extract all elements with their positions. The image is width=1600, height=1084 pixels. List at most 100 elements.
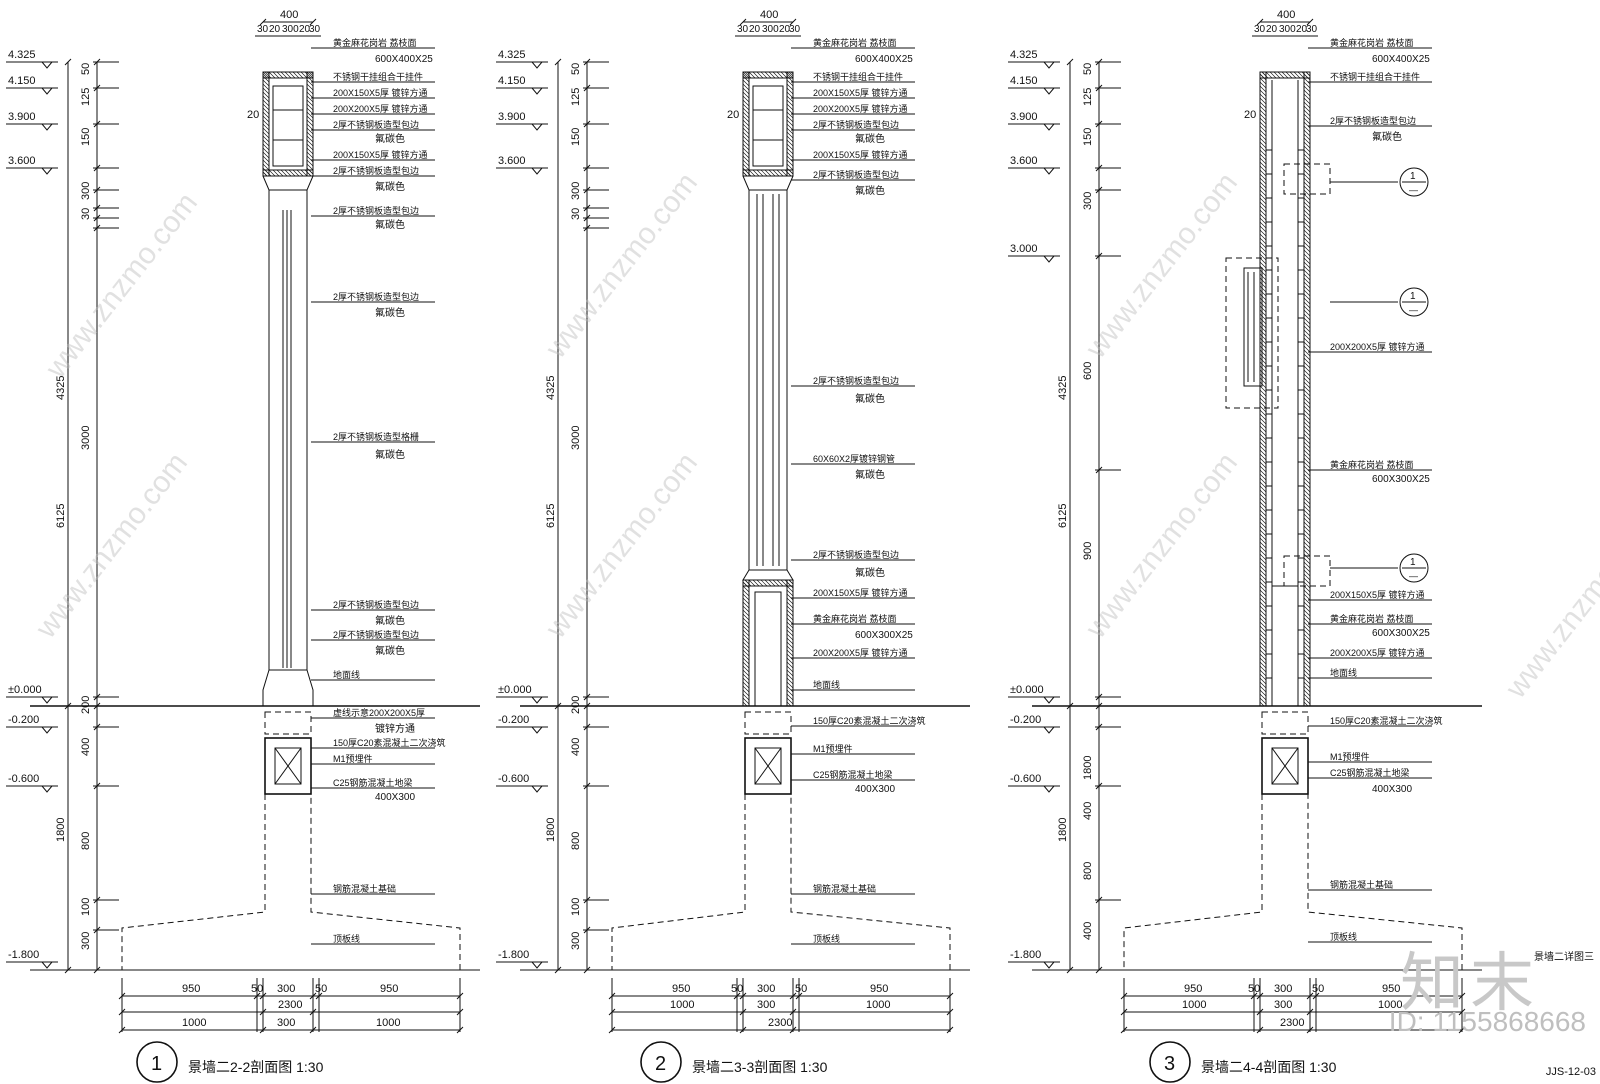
hatch-line bbox=[742, 119, 750, 127]
hatch-line bbox=[1303, 273, 1311, 281]
leader-note: 150厚C20素混凝土二次浇筑 bbox=[813, 715, 926, 726]
leader-note: 600X300X25 bbox=[1372, 474, 1430, 485]
hatch-line bbox=[306, 91, 314, 99]
hatch-line bbox=[768, 71, 776, 79]
hatch-line bbox=[262, 95, 270, 103]
hatch-line bbox=[1259, 273, 1267, 281]
hatch-border bbox=[742, 579, 794, 587]
bottom-dim-value: 950 bbox=[1184, 983, 1202, 995]
hatch-line bbox=[296, 71, 304, 79]
callout-circle bbox=[1399, 287, 1429, 317]
taper-bottom bbox=[262, 669, 314, 707]
sheet-number: JJS-12-03 bbox=[1545, 1066, 1596, 1078]
bottom-dim-value: 50 bbox=[795, 983, 807, 995]
hatch-line bbox=[786, 625, 794, 633]
elevation-label: -0.600 bbox=[1010, 773, 1041, 785]
hatch-line bbox=[788, 579, 794, 585]
hatch-line bbox=[1303, 161, 1311, 169]
hatch-line bbox=[1259, 409, 1267, 417]
hatch-line bbox=[268, 169, 276, 177]
hatch-line bbox=[786, 609, 794, 617]
hatch-line bbox=[262, 131, 270, 139]
leader-note: 2厚不锈钢板造型包边 bbox=[1330, 115, 1416, 126]
hatch-line bbox=[748, 579, 756, 587]
hatch-line bbox=[742, 171, 748, 177]
hatch-line bbox=[1303, 581, 1311, 589]
hatch-line bbox=[304, 71, 312, 79]
hatch-line bbox=[1303, 461, 1311, 469]
leader-note: 氟碳色 bbox=[1372, 130, 1402, 143]
hatch-line bbox=[1259, 673, 1267, 681]
hatch-line bbox=[1303, 229, 1311, 237]
dim-value: 30 bbox=[570, 208, 582, 220]
bottom-dim-value: 50 bbox=[731, 983, 743, 995]
title-circle bbox=[1149, 1041, 1191, 1083]
elevation-triangle bbox=[1043, 785, 1055, 793]
hatch-line bbox=[1259, 317, 1267, 325]
hatch-line bbox=[306, 115, 314, 123]
hatch-line bbox=[742, 681, 750, 689]
leader-note: 150厚C20素混凝土二次浇筑 bbox=[1330, 715, 1443, 726]
detail-box bbox=[1283, 163, 1331, 195]
dim-tick bbox=[456, 1026, 464, 1034]
hatch-line bbox=[1259, 185, 1267, 193]
hatch-line bbox=[742, 653, 750, 661]
hatch-line bbox=[1259, 293, 1267, 301]
hatch-line bbox=[1303, 637, 1311, 645]
hatch-line bbox=[1303, 373, 1311, 381]
hatch-line bbox=[1259, 85, 1267, 93]
hatch-line bbox=[742, 657, 750, 665]
hatch-line bbox=[262, 119, 270, 127]
hatch-line bbox=[1259, 425, 1267, 433]
hatch-line bbox=[1303, 449, 1311, 457]
top-dim-value: 20 bbox=[749, 24, 761, 35]
hatch-line bbox=[1259, 385, 1267, 393]
leader-note: 氟碳色 bbox=[375, 644, 405, 657]
hatch-line bbox=[1265, 71, 1273, 79]
hatch-line bbox=[276, 71, 284, 79]
hatch-line bbox=[1259, 305, 1267, 313]
top-dim-value: 20 bbox=[299, 24, 311, 35]
hatch-line bbox=[1303, 233, 1311, 241]
callout-circle bbox=[1399, 553, 1429, 583]
hatch-line bbox=[742, 127, 750, 135]
bottom-dim-value: 300 bbox=[757, 983, 775, 995]
bottom-dim-value: 1000 bbox=[670, 999, 694, 1011]
hatch-line bbox=[1303, 609, 1311, 617]
hatch-line bbox=[1259, 233, 1267, 241]
hatch-line bbox=[1259, 405, 1267, 413]
hatch-line bbox=[306, 103, 314, 111]
leader-note: 氟碳色 bbox=[375, 132, 405, 145]
hatch-line bbox=[306, 151, 314, 159]
hatch-line bbox=[1303, 493, 1311, 501]
dim-total: 1800 bbox=[1057, 818, 1069, 842]
callout-number: 1 bbox=[1410, 291, 1416, 302]
elevation-label: 4.325 bbox=[1010, 49, 1038, 61]
hatch-line bbox=[1303, 561, 1311, 569]
hatch-line bbox=[786, 645, 794, 653]
hatch-line bbox=[1303, 693, 1311, 701]
hatch-line bbox=[1259, 265, 1267, 273]
hatch-fill bbox=[262, 71, 270, 177]
hatch-line bbox=[1303, 109, 1311, 117]
hatch-line bbox=[742, 677, 750, 685]
hatch-line bbox=[1303, 413, 1311, 421]
hatch-line bbox=[742, 71, 750, 79]
hatch-line bbox=[1303, 365, 1311, 373]
hatch-line bbox=[1259, 433, 1267, 441]
hatch-line bbox=[1303, 333, 1311, 341]
sheet-note: 景墙二详图三 bbox=[1534, 952, 1594, 963]
hatch-line bbox=[1259, 561, 1267, 569]
hatch-line bbox=[296, 169, 304, 177]
leader-note: 氟碳色 bbox=[375, 218, 405, 231]
leader-note: M1预埋件 bbox=[333, 753, 373, 764]
watermark-text: www.znzmo.com bbox=[539, 447, 704, 645]
hatch-line bbox=[1303, 221, 1311, 229]
hatch-line bbox=[1259, 89, 1267, 97]
hatch-line bbox=[1303, 441, 1311, 449]
leader-note: 镀锌方通 bbox=[375, 722, 415, 735]
leader-note: 200X200X5厚 镀锌方通 bbox=[333, 103, 428, 114]
elevation-triangle bbox=[531, 785, 543, 793]
section-title: 景墙二2-2剖面图 1:30 bbox=[188, 1059, 324, 1075]
